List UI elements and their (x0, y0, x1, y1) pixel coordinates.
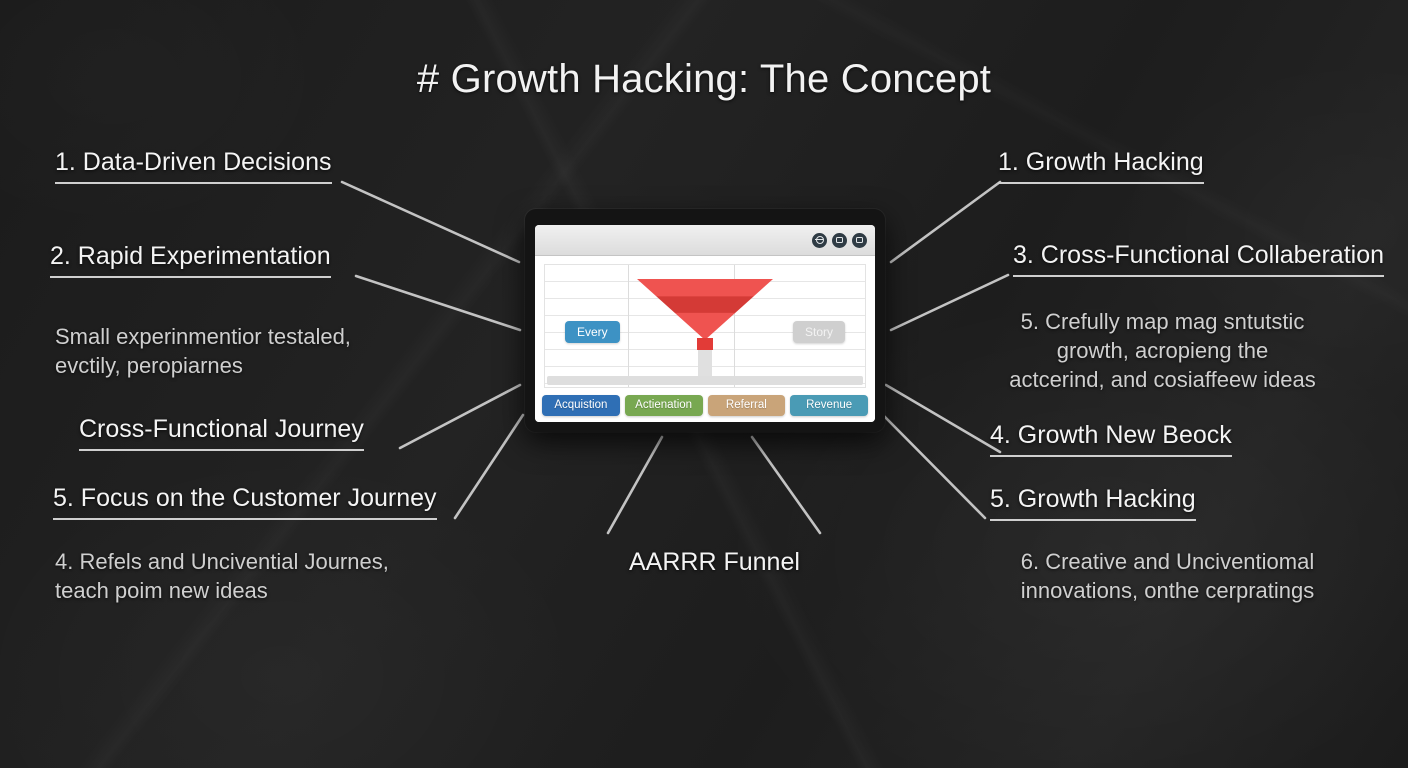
node-focus-customer-journey[interactable]: 5. Focus on the Customer Journey (53, 484, 437, 520)
square-icon[interactable] (852, 232, 867, 248)
page-title: # Growth Hacking: The Concept (416, 57, 992, 101)
connector-right-4 (882, 414, 987, 520)
funnel-stage-badges: Acquistion Actienation Referral Revenue (535, 388, 875, 422)
node-growth-hacking-1[interactable]: 1. Growth Hacking (998, 148, 1204, 184)
node-data-driven-decisions[interactable]: 1. Data-Driven Decisions (55, 148, 332, 184)
funnel-cone (637, 279, 773, 340)
badge-referral[interactable]: Referral (707, 394, 786, 416)
note-line-2: innovations, onthe cerpratings (1020, 578, 1315, 603)
node-growth-hacking-2[interactable]: 5. Growth Hacking (990, 485, 1196, 521)
note-rapid-experimentation: Small experinmentior testaled, evctily, … (55, 322, 351, 380)
funnel-label-story[interactable]: Story (792, 321, 845, 343)
browser-toolbar (535, 225, 875, 256)
browser-mockup[interactable]: Every Story Acquistion Actienation Refer… (525, 209, 885, 432)
note-line-1: 4. Refels and Uncivential Journes, (55, 549, 389, 574)
globe-icon[interactable] (812, 232, 827, 248)
node-cross-functional-collaboration[interactable]: 3. Cross-Functional Collaberation (1013, 241, 1385, 277)
note-map-strategic-growth: 5. Crefully map mag sntutstic growth, ac… (990, 307, 1335, 394)
funnel-neck (697, 338, 713, 350)
note-line-2: growth, acropieng the (1056, 338, 1269, 363)
connector-bottom-2 (750, 435, 822, 535)
note-line-2: teach poim new ideas (55, 578, 268, 603)
funnel-base (547, 376, 863, 385)
note-creative-innovations: 6. Creative and Unciventiomal innovation… (995, 547, 1340, 605)
grid-line-vertical-1 (628, 265, 630, 387)
browser-screen: Every Story Acquistion Actienation Refer… (535, 225, 875, 422)
badge-revenue[interactable]: Revenue (790, 394, 868, 416)
note-unconventional-journeys: 4. Refels and Uncivential Journes, teach… (55, 547, 389, 605)
grid-line-vertical-2 (733, 265, 735, 387)
connector-right-1 (889, 180, 1002, 264)
node-aarrr-funnel[interactable]: AARRR Funnel (629, 548, 800, 576)
node-rapid-experimentation[interactable]: 2. Rapid Experimentation (50, 242, 331, 278)
chart-grid: Every Story (544, 264, 866, 388)
node-cross-functional-journey[interactable]: Cross-Functional Journey (79, 415, 364, 451)
connector-bottom (606, 435, 664, 535)
connector-left-2 (354, 274, 522, 332)
badge-acquisition[interactable]: Acquistion (542, 394, 620, 416)
node-growth-new-beock[interactable]: 4. Growth New Beock (990, 421, 1232, 457)
connector-left-3 (398, 383, 522, 450)
connector-left-4 (453, 413, 525, 520)
funnel-chart: Every Story (535, 256, 875, 388)
note-line-1: Small experinmentior testaled, (55, 324, 351, 349)
funnel-label-every[interactable]: Every (565, 321, 620, 343)
connector-left-1 (340, 180, 521, 264)
window-icon[interactable] (832, 232, 847, 248)
connector-right-3 (884, 383, 1002, 454)
badge-activation[interactable]: Actienation (624, 394, 703, 416)
note-line-1: 5. Crefully map mag sntutstic (1020, 309, 1305, 334)
note-line-3: actcerind, and cosiaffeew ideas (1009, 367, 1316, 392)
note-line-2: evctily, peropiarnes (55, 353, 243, 378)
note-line-1: 6. Creative and Unciventiomal (1020, 549, 1315, 574)
